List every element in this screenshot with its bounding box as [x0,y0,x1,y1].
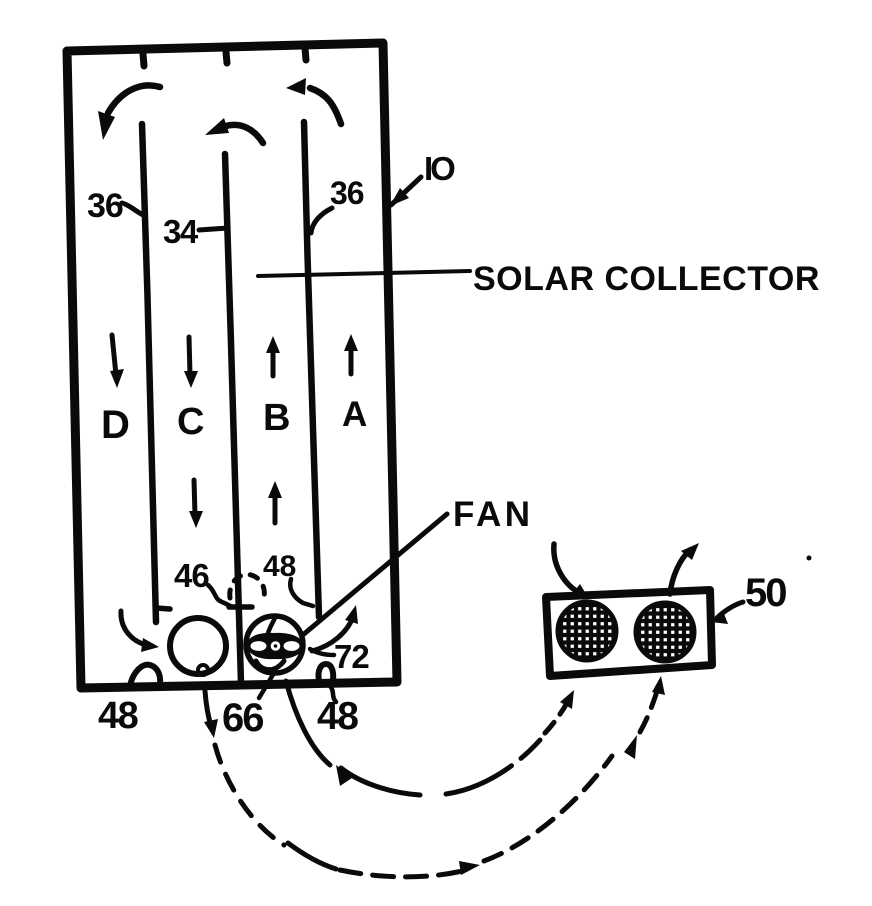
svg-text:46: 46 [174,557,209,594]
svg-text:48: 48 [98,695,138,737]
svg-text:D: D [101,403,130,447]
svg-text:C: C [177,401,204,443]
svg-text:FAN: FAN [453,495,534,534]
svg-text:36: 36 [330,175,364,211]
svg-text:50: 50 [745,571,786,615]
svg-text:66: 66 [222,696,263,740]
svg-text:48: 48 [263,550,296,583]
svg-text:B: B [263,397,290,439]
svg-text:SOLAR COLLECTOR: SOLAR COLLECTOR [473,260,820,298]
svg-text:A: A [342,395,367,434]
svg-text:IO: IO [424,150,455,187]
svg-text:48: 48 [317,695,358,738]
svg-text:72: 72 [334,638,369,675]
svg-text:36: 36 [87,187,123,225]
svg-text:34: 34 [163,213,199,250]
